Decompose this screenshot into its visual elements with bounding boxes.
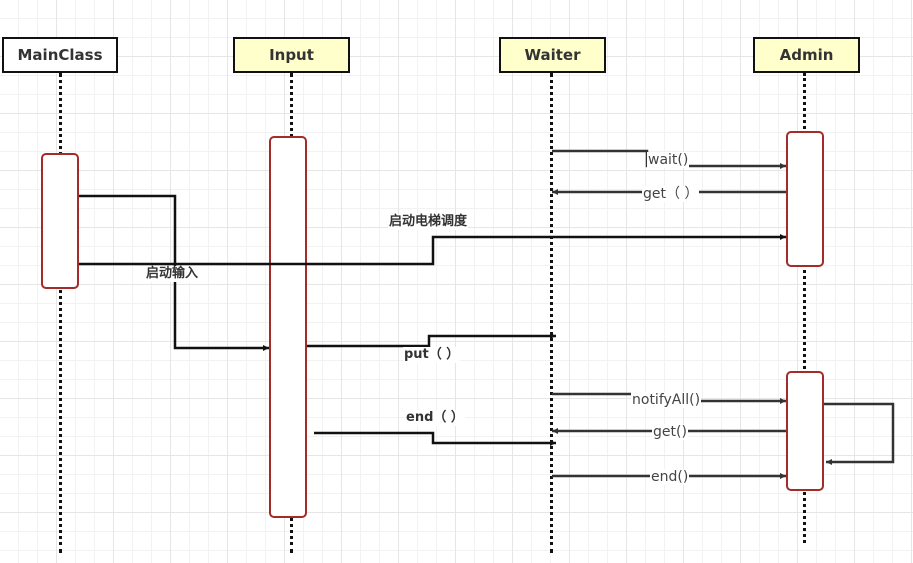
lifeline-admin [803,73,806,543]
message-label-start-dispatch: 启动电梯调度 [388,214,469,230]
message-label-put: put（ ） [403,347,461,363]
message-arrow-start-dispatch[interactable] [79,234,786,266]
message-label-end-2: end() [650,469,690,485]
message-arrow-end-1[interactable] [314,431,556,446]
activation-mainclass[interactable] [41,153,79,289]
lifeline-mainclass [59,73,62,553]
lifeline-waiter [550,73,553,553]
message-label-wait: wait() [647,152,690,168]
message-arrow-self[interactable] [824,402,895,465]
message-arrow-put[interactable] [307,333,556,348]
message-label-end-1: end（ ） [405,410,465,426]
participant-admin[interactable]: Admin [753,37,860,73]
activation-admin-1[interactable] [786,131,824,267]
message-label-notifyall: notifyAll() [631,392,702,408]
participant-waiter[interactable]: Waiter [499,37,606,73]
message-label-get-1: get（ ） [642,186,700,202]
message-label-start-input: 启动输入 [145,266,200,282]
participant-mainclass[interactable]: MainClass [2,37,118,73]
message-label-get-2: get() [652,424,688,440]
activation-admin-2[interactable] [786,371,824,491]
activation-input[interactable] [269,136,307,518]
participant-input[interactable]: Input [233,37,350,73]
